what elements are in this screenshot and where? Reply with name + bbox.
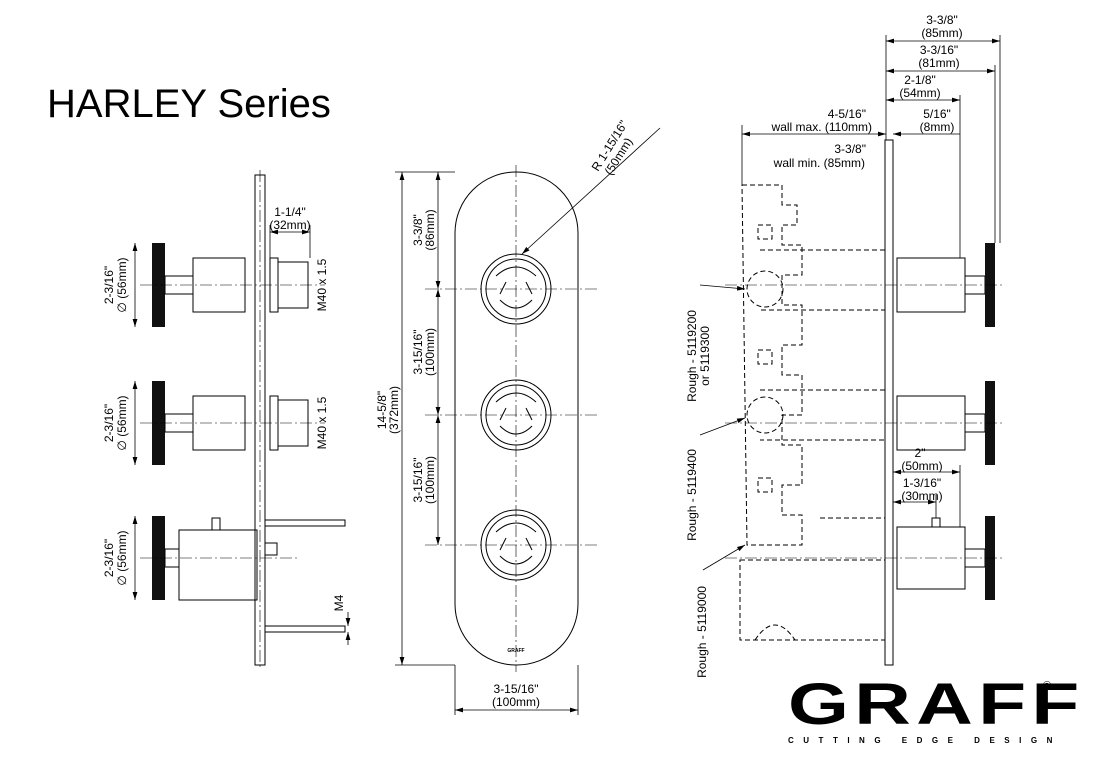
page-title: HARLEY Series [47, 82, 331, 126]
svg-text:2-3/16": 2-3/16" [102, 266, 116, 304]
svg-text:3-15/16": 3-15/16" [494, 682, 539, 696]
dim-cartridge-width: 1-1/4" [274, 205, 306, 219]
trim-plate [454, 171, 579, 666]
svg-text:1-3/16": 1-3/16" [903, 476, 941, 490]
svg-text:2-1/8": 2-1/8" [904, 73, 936, 87]
svg-text:4-5/16": 4-5/16" [828, 107, 866, 121]
svg-text:3-3/16": 3-3/16" [920, 43, 958, 57]
svg-text:(8mm): (8mm) [920, 120, 955, 134]
svg-text:(86mm): (86mm) [423, 209, 437, 250]
logo-wordmark: GRAFF [788, 672, 1085, 737]
svg-text:(50mm): (50mm) [901, 459, 942, 473]
screw-label: M4 [332, 594, 346, 611]
front-view: GRAFF 3-3/8" (86mm) 3-15/16" (100mm) 3-1… [375, 118, 661, 715]
svg-text:14-5/8": 14-5/8" [375, 391, 389, 429]
svg-text:(100mm): (100mm) [492, 695, 540, 709]
rough-label-5119000: Rough - 5119000 [695, 586, 709, 678]
svg-text:(54mm): (54mm) [899, 86, 940, 100]
side-view: 1-1/4" (32mm) M40 x 1.5 M40 x 1.5 2-3/16… [102, 170, 351, 668]
handle-row-2 [140, 381, 325, 465]
svg-text:3-3/8": 3-3/8" [834, 142, 866, 156]
svg-text:(100mm): (100mm) [423, 328, 437, 376]
rough-view: 3-3/8" (85mm) 3-3/16" (81mm) 2-1/8" (54m… [685, 13, 1005, 678]
handle-row-3 [140, 516, 346, 633]
svg-text:(372mm): (372mm) [387, 386, 401, 434]
svg-text:∅ (56mm): ∅ (56mm) [115, 257, 129, 312]
svg-text:(85mm): (85mm) [921, 26, 962, 40]
svg-text:5/16": 5/16" [923, 107, 951, 121]
wall-plate-right [884, 139, 894, 666]
rough-label-5119200: Rough - 5119200 [685, 310, 699, 402]
svg-text:2-3/16": 2-3/16" [102, 539, 116, 577]
rough-label-5119300: or 5119300 [698, 326, 712, 386]
handle-row-1 [140, 243, 325, 327]
svg-text:(100mm): (100mm) [423, 456, 437, 504]
svg-text:(30mm): (30mm) [901, 489, 942, 503]
svg-text:3-3/8": 3-3/8" [411, 214, 425, 246]
logo-tagline: CUTTING EDGE DESIGN [788, 736, 1062, 745]
svg-text:wall max. (110mm): wall max. (110mm) [771, 120, 872, 134]
rough-valve-body [739, 184, 886, 641]
thread-label-1: M40 x 1.5 [315, 258, 329, 311]
svg-text:(81mm): (81mm) [918, 56, 959, 70]
svg-text:2-3/16": 2-3/16" [102, 404, 116, 442]
svg-text:3-3/8": 3-3/8" [926, 13, 958, 27]
dim-cartridge-width-mm: (32mm) [269, 218, 310, 232]
graff-logo: GRAFF ® CUTTING EDGE DESIGN [788, 676, 1079, 746]
rough-label-5119400: Rough - 5119400 [685, 449, 699, 541]
svg-text:2": 2" [915, 446, 926, 460]
plate-logo: GRAFF [507, 648, 524, 654]
svg-text:3-15/16": 3-15/16" [411, 458, 425, 503]
svg-text:∅ (56mm): ∅ (56mm) [115, 530, 129, 585]
svg-text:∅ (56mm): ∅ (56mm) [115, 395, 129, 450]
handle-dia-dims: 2-3/16" ∅ (56mm) 2-3/16" ∅ (56mm) 2-3/16… [102, 243, 138, 600]
svg-text:wall min. (85mm): wall min. (85mm) [773, 156, 865, 170]
registered-mark: ® [1043, 680, 1052, 692]
right-handles [725, 243, 1005, 600]
thread-label-2: M40 x 1.5 [315, 396, 329, 449]
svg-text:3-15/16": 3-15/16" [411, 330, 425, 375]
